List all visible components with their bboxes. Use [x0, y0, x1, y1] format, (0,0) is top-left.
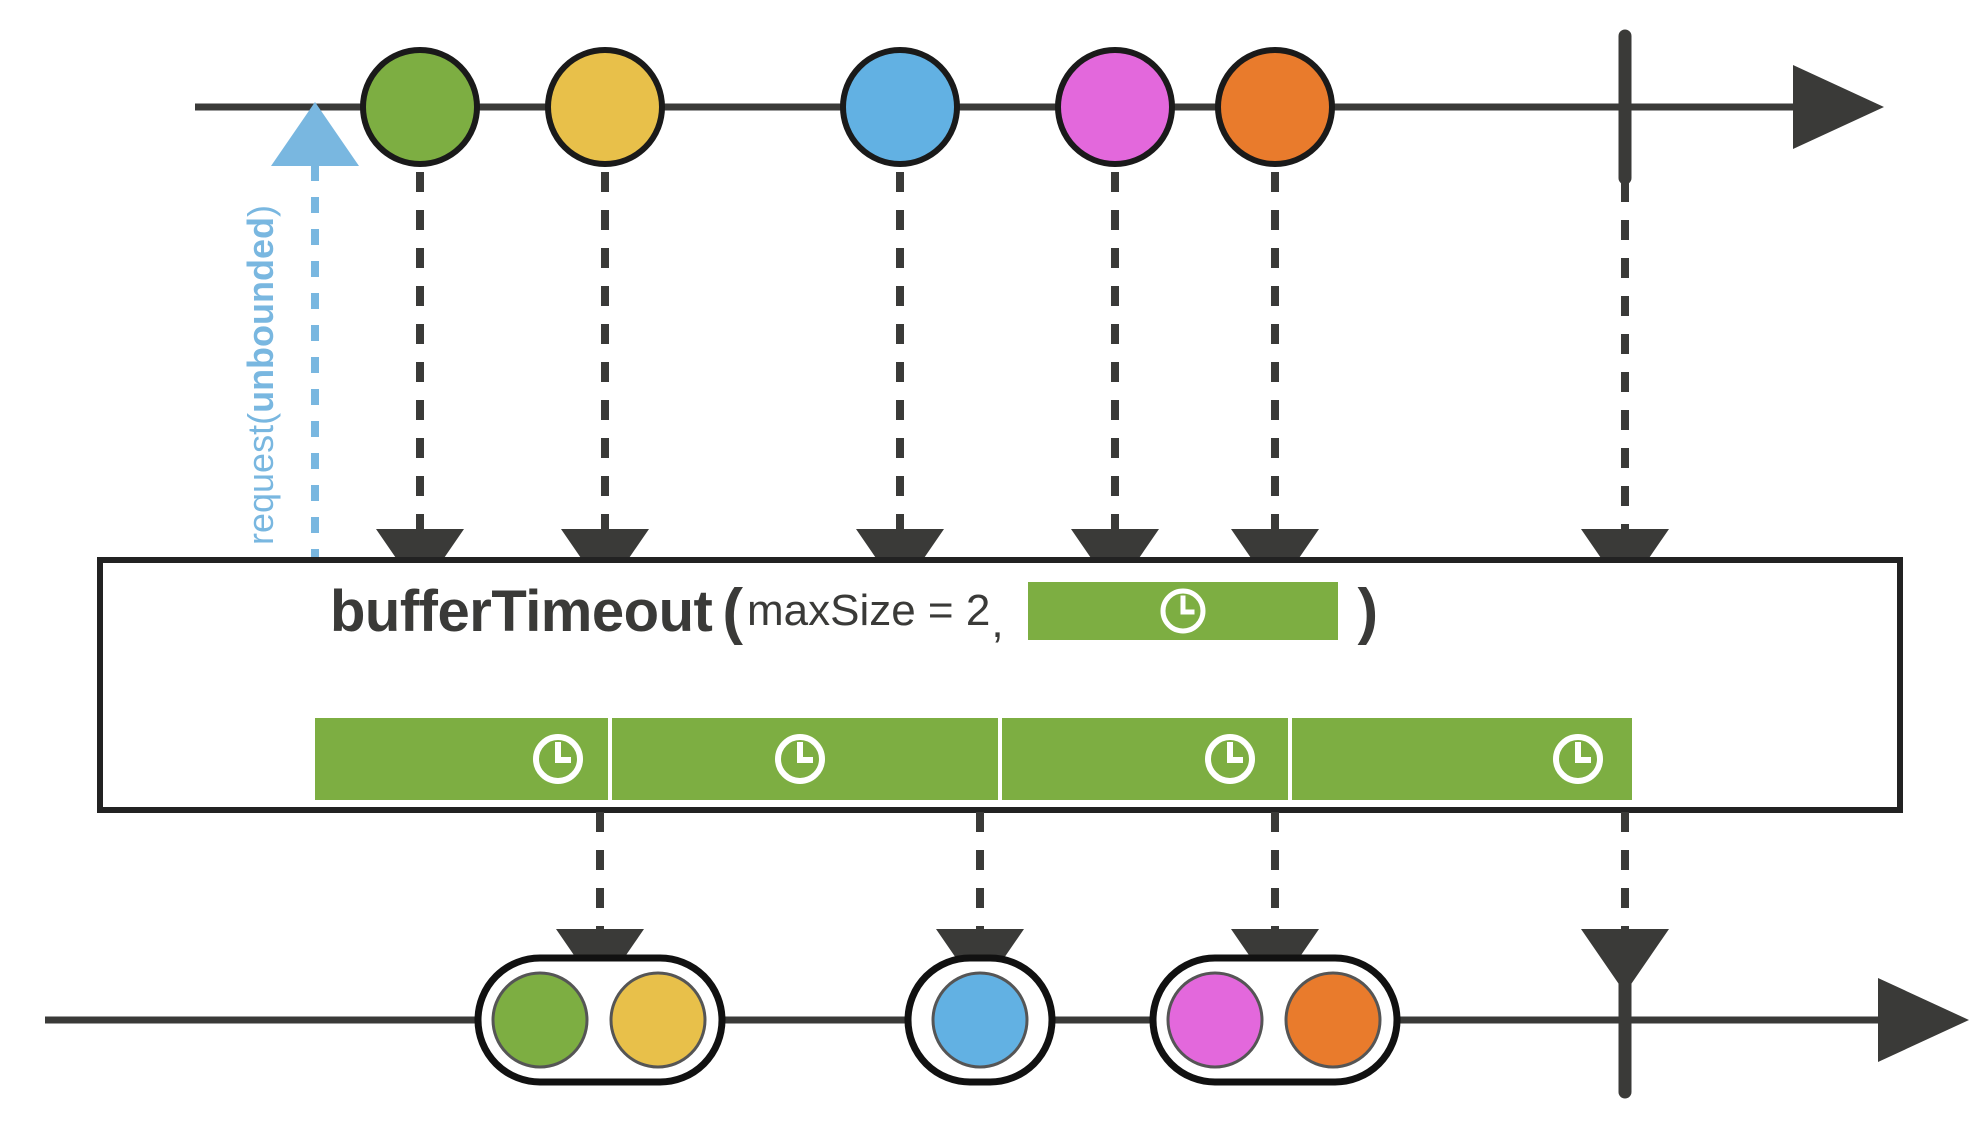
clock-icon: [1205, 734, 1255, 784]
operator-to-output-arrows: [556, 812, 1669, 993]
clock-icon: [775, 734, 825, 784]
source-timeline: [195, 29, 1884, 185]
clock-icon: [533, 734, 583, 784]
output-magenta-marble[interactable]: [1166, 971, 1264, 1069]
output-green-marble[interactable]: [491, 971, 589, 1069]
output-orange-marble[interactable]: [1284, 971, 1382, 1069]
buffer-group-2[interactable]: [904, 954, 1056, 1086]
output-timeline: [45, 943, 1969, 1099]
buffer-group-1[interactable]: [474, 954, 726, 1086]
source-orange-marble[interactable]: [1215, 47, 1335, 167]
output-yellow-marble[interactable]: [609, 971, 707, 1069]
source-to-operator-arrows: [376, 172, 1669, 593]
timer-window-3[interactable]: [1002, 718, 1288, 800]
source-green-marble[interactable]: [360, 47, 480, 167]
source-magenta-marble[interactable]: [1055, 47, 1175, 167]
buffer-group-3[interactable]: [1149, 954, 1401, 1086]
clock-icon: [1553, 734, 1603, 784]
source-yellow-marble[interactable]: [545, 47, 665, 167]
output-blue-marble[interactable]: [931, 971, 1029, 1069]
source-blue-marble[interactable]: [840, 47, 960, 167]
timer-windows: [315, 718, 1632, 800]
